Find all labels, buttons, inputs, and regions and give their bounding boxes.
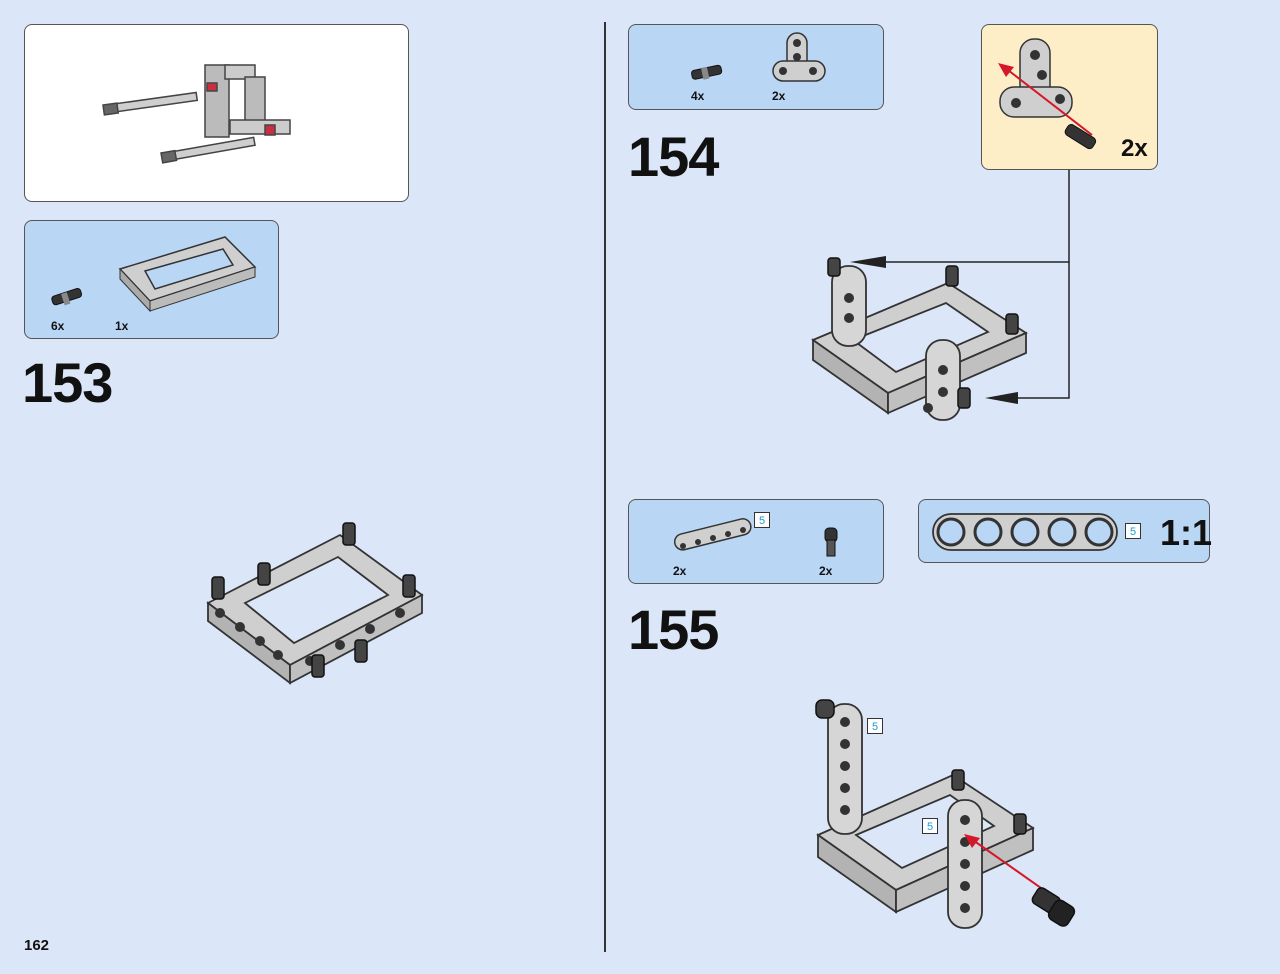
- pin-icon: [51, 288, 83, 306]
- part-qty: 1x: [115, 319, 129, 333]
- model-length-tag: 5: [867, 718, 883, 734]
- preview-assembly-image: [102, 64, 291, 164]
- step-154-callout: 2x: [981, 24, 1158, 170]
- step-153-parts-box: 6x 1x: [24, 220, 279, 339]
- part-qty: 2x: [819, 564, 833, 578]
- previous-step-preview: [24, 24, 409, 202]
- model-length-tag: 5: [922, 818, 938, 834]
- callout-assembly-image: [998, 38, 1097, 150]
- step-number-155: 155: [628, 598, 719, 661]
- step-153-model: [206, 522, 424, 685]
- frame-icon: [118, 236, 257, 313]
- step-154-model: [811, 257, 1028, 421]
- step-number-153: 153: [22, 351, 113, 414]
- beam-5-icon: [673, 518, 752, 551]
- callout-leader-lines: [850, 170, 1070, 404]
- part-qty: 6x: [51, 319, 65, 333]
- length-tag: 5: [754, 512, 770, 528]
- pin-icon: [691, 64, 723, 80]
- scale-label: 1:1: [1160, 512, 1213, 553]
- step-155-parts-box: 5 2x 2x: [628, 499, 884, 584]
- length-tag: 5: [1125, 523, 1141, 539]
- scale-ruler-box: 5 1:1: [918, 499, 1213, 563]
- step-155-model: [815, 699, 1076, 929]
- page-divider: [604, 22, 606, 952]
- page-number: 162: [24, 937, 50, 954]
- part-qty: 4x: [691, 89, 705, 103]
- step-number-154: 154: [628, 125, 719, 188]
- step-154-parts-box: 4x 2x: [628, 24, 884, 110]
- part-qty: 2x: [673, 564, 687, 578]
- t-beam-icon: [772, 32, 826, 82]
- beam-5-scale-icon: [932, 513, 1118, 551]
- callout-qty: 2x: [1121, 135, 1148, 162]
- axle-pin-icon: [824, 527, 838, 557]
- part-qty: 2x: [772, 89, 786, 103]
